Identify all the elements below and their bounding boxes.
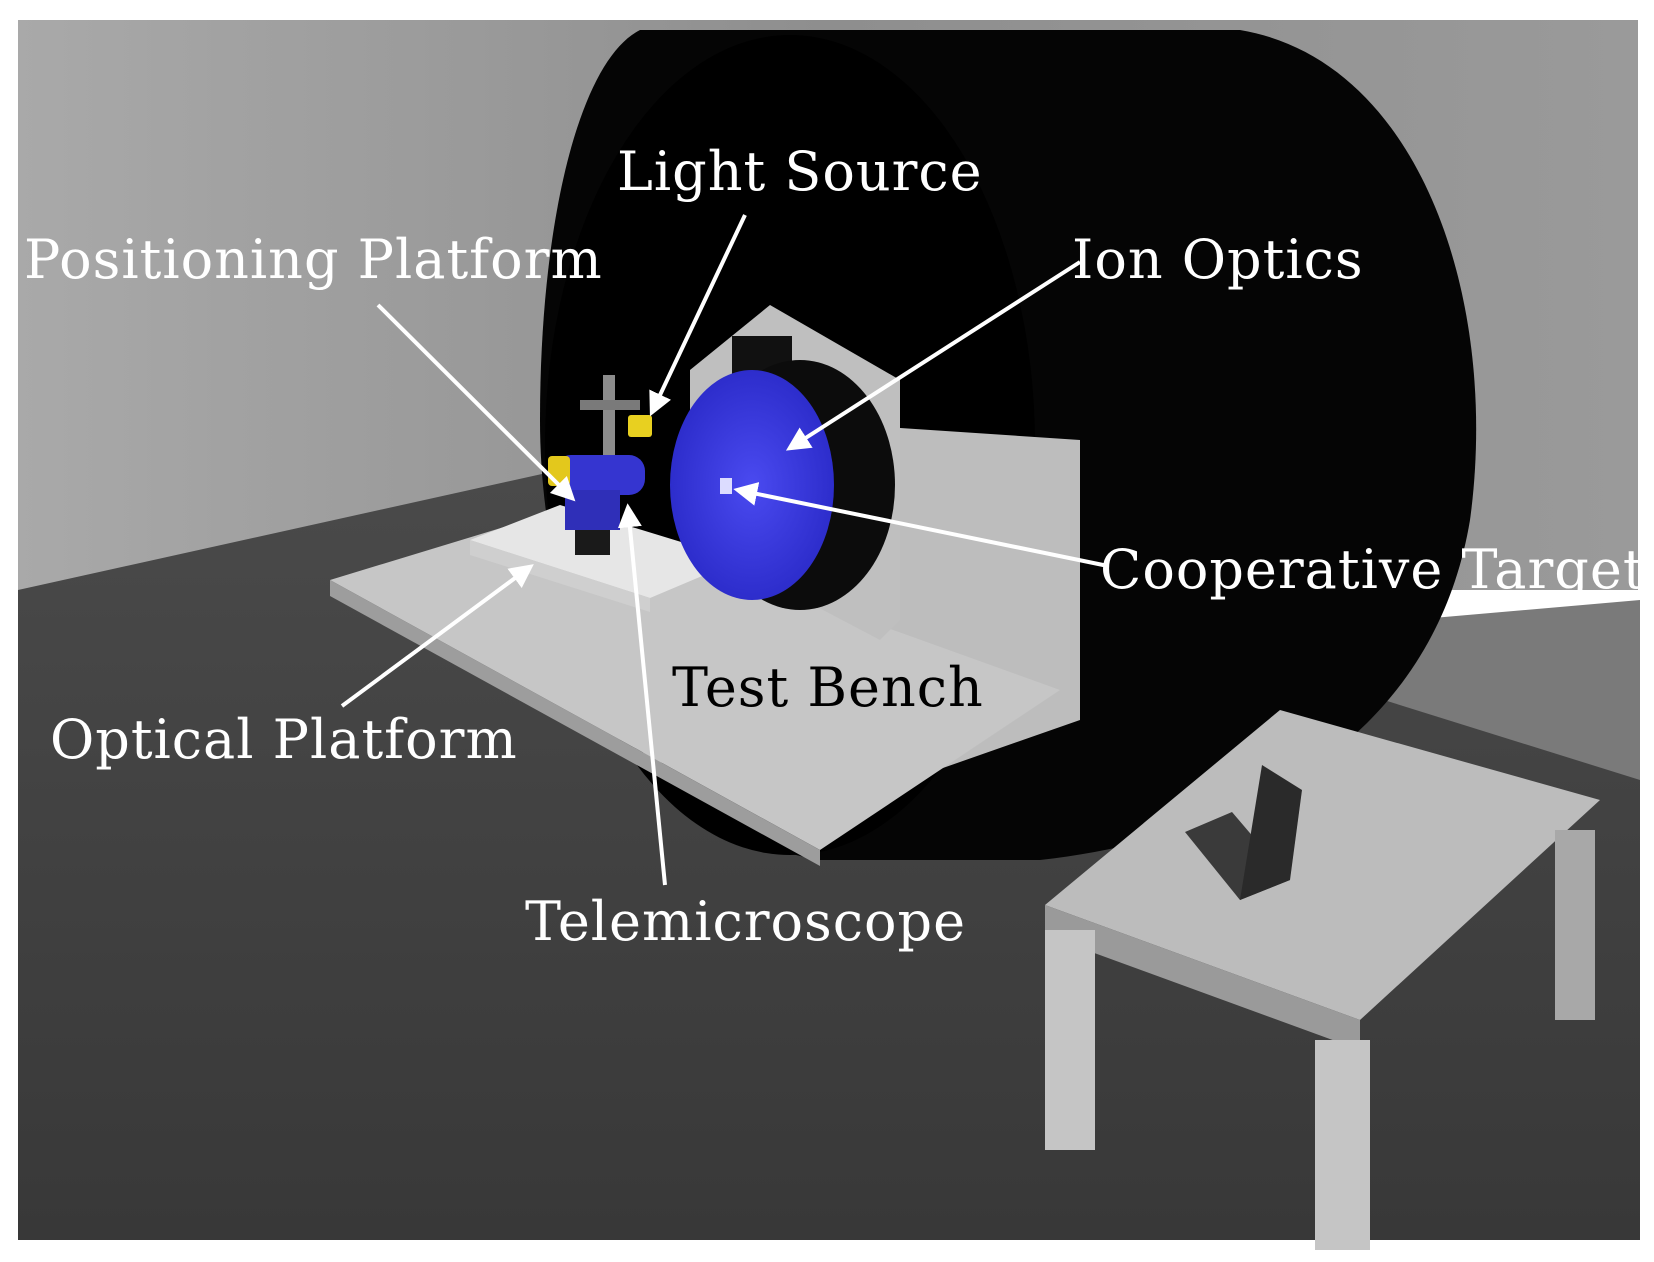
cooperative-target-marker bbox=[720, 478, 732, 494]
annotation-labels: Light Source Positioning Platform Ion Op… bbox=[24, 140, 1654, 953]
label-optical-platform: Optical Platform bbox=[50, 708, 518, 771]
stand-arm bbox=[580, 400, 640, 410]
table-top bbox=[1045, 710, 1600, 1020]
bench-edge bbox=[330, 580, 820, 866]
positioning-platform-base bbox=[575, 530, 610, 555]
telemicroscope-tube bbox=[555, 455, 645, 495]
bench-top bbox=[330, 510, 1060, 850]
label-cooperative-targets: Cooperative Targets bbox=[1100, 538, 1654, 601]
label-telemicroscope: Telemicroscope bbox=[525, 890, 966, 953]
positioning-platform-body bbox=[565, 490, 620, 530]
side-table bbox=[1045, 710, 1600, 1250]
label-light-source: Light Source bbox=[617, 140, 983, 203]
table-leg-front-left bbox=[1045, 930, 1095, 1150]
laptop-screen bbox=[1240, 765, 1302, 900]
arrow-icon bbox=[376, 303, 576, 502]
table-leg-front-right bbox=[1315, 1040, 1370, 1250]
test-bench bbox=[330, 510, 1060, 866]
table-leg-back-right bbox=[1555, 830, 1595, 1020]
arrow-icon bbox=[617, 503, 667, 886]
label-positioning-platform: Positioning Platform bbox=[24, 228, 603, 291]
annotation-arrows bbox=[340, 214, 1109, 886]
instrument-assembly bbox=[548, 375, 652, 555]
table-apron bbox=[1045, 905, 1360, 1050]
label-ion-optics: Ion Optics bbox=[1072, 228, 1364, 291]
arrow-icon bbox=[785, 260, 1082, 451]
light-source-body bbox=[628, 415, 652, 437]
optical-platform-side bbox=[470, 540, 650, 612]
label-test-bench: Test Bench bbox=[672, 656, 984, 719]
ion-optics-disc bbox=[670, 370, 834, 600]
arrow-icon bbox=[733, 482, 1109, 568]
arrow-icon bbox=[340, 564, 534, 708]
arrow-icon bbox=[649, 214, 747, 417]
telemicroscope-lens bbox=[548, 456, 570, 486]
